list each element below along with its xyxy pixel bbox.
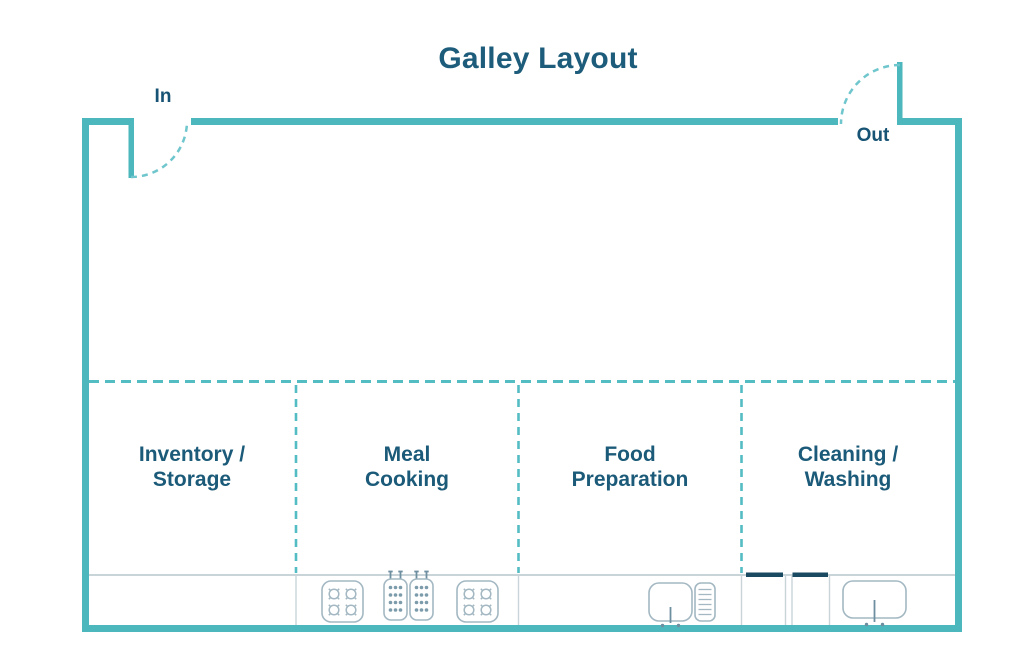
dishwasher-unit-icon — [746, 572, 787, 625]
prep-sink-icon — [648, 582, 693, 628]
exit-door — [839, 62, 903, 125]
fryer-basket-icon — [383, 570, 408, 621]
entry-door — [128, 118, 189, 179]
wall-bottom — [82, 625, 962, 632]
zone-label-line: Inventory / — [138, 443, 246, 466]
zone-label-line: Cleaning / — [797, 443, 899, 466]
wall-top-left-segment — [82, 118, 134, 125]
entry-door-leaf — [128, 118, 134, 178]
exit-door-leaf — [897, 62, 903, 125]
wall-top-middle-segment — [191, 118, 838, 125]
zone-dividers — [89, 380, 955, 573]
outer-walls — [82, 118, 962, 632]
entry-door-swing-arc — [130, 120, 189, 179]
zone-label-inventory-storage: Inventory / Storage — [82, 442, 302, 492]
exit-door-label: Out — [856, 125, 890, 146]
zone-label-line: Cooking — [365, 468, 449, 491]
cooktop-4-burner-icon — [457, 581, 498, 622]
dishwasher-unit-icon — [791, 572, 831, 625]
zone-label-meal-cooking: Meal Cooking — [297, 442, 517, 492]
wall-left — [82, 118, 89, 632]
wall-right — [955, 118, 962, 632]
wash-sink-icon — [842, 580, 907, 627]
wall-top-right-segment — [897, 118, 962, 125]
counter-strip — [89, 574, 955, 625]
exit-door-swing-arc — [839, 63, 901, 125]
page-title: Galley Layout — [438, 42, 638, 75]
dish-rack-icon — [694, 582, 716, 622]
zone-label-line: Meal — [383, 443, 431, 466]
zone-label-line: Preparation — [571, 468, 689, 491]
zone-label-line: Food — [604, 443, 656, 466]
fryer-basket-icon — [409, 570, 434, 621]
zone-label-line: Washing — [804, 468, 892, 491]
cooktop-4-burner-icon — [322, 581, 363, 622]
zone-label-line: Storage — [152, 468, 232, 491]
zone-label-food-preparation: Food Preparation — [520, 442, 740, 492]
entry-door-label: In — [154, 86, 172, 107]
zone-label-cleaning-washing: Cleaning / Washing — [738, 442, 958, 492]
